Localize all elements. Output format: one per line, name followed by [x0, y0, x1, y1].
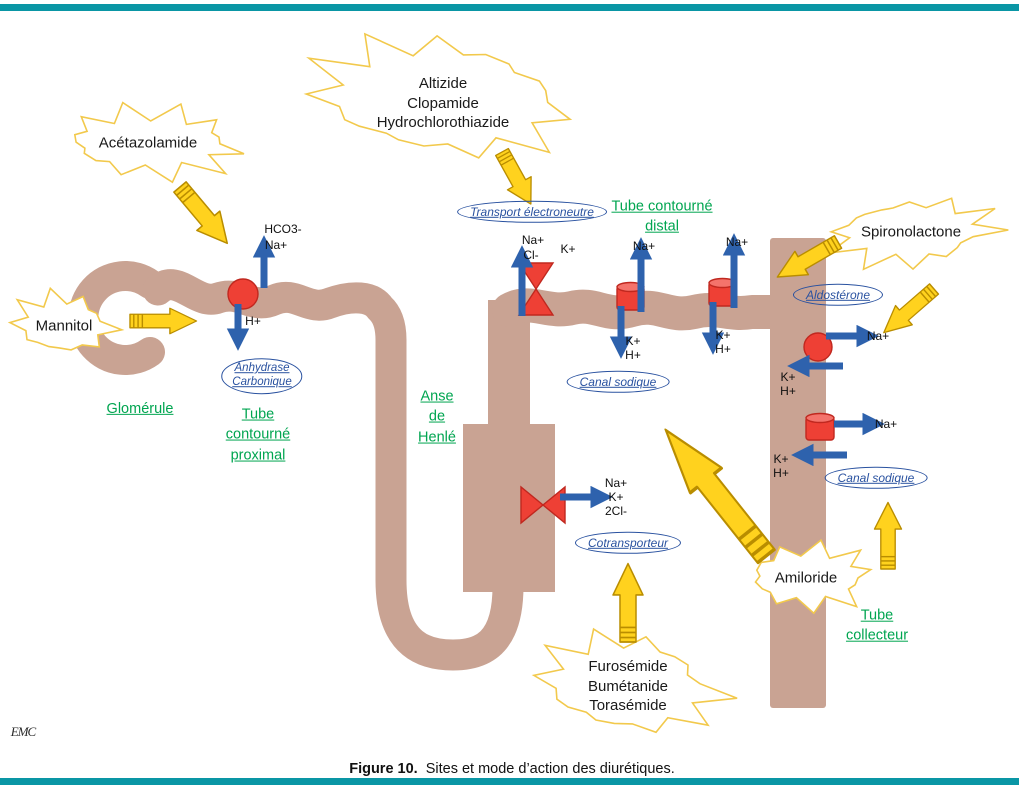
- arrow-amiloride-canal: [648, 415, 784, 571]
- nkcc-cotransporter-icon: [520, 485, 545, 525]
- thick-ascending-limb-shape: [463, 424, 555, 592]
- burst-amiloride: [754, 538, 873, 615]
- burst-spironolactone: [825, 197, 1009, 271]
- ion-arrows: [226, 233, 885, 509]
- arrow-loop-diuretics: [612, 562, 644, 643]
- bottom-border-bar: [0, 778, 1019, 785]
- arrow-thiazides: [489, 144, 544, 212]
- transporters: [227, 262, 835, 525]
- collecting-duct-shape: [770, 238, 826, 708]
- drug-bursts: [7, 32, 1009, 734]
- proximal-pump-icon: [227, 278, 259, 310]
- arrow-acetazolamide: [167, 176, 240, 254]
- burst-loop-diuretics: [531, 627, 738, 734]
- top-border-bar: [0, 4, 1019, 11]
- nkcc-cotransporter-icon: [541, 485, 566, 525]
- sodium-channel-top: [805, 412, 835, 424]
- proximal-tubule-and-loop-shape: [142, 269, 524, 671]
- distal-channel-icon: [517, 287, 555, 316]
- collecting-duct-pump-icon: [803, 332, 833, 362]
- arrow-amiloride-canal-2: [873, 501, 903, 570]
- burst-thiazides: [303, 32, 573, 159]
- arrow-spironolactone-pump: [874, 278, 944, 343]
- burst-acetazolamide: [73, 101, 245, 184]
- burst-mannitol: [7, 286, 125, 351]
- arrow-mannitol: [129, 307, 198, 335]
- distal-channel-icon: [517, 262, 555, 291]
